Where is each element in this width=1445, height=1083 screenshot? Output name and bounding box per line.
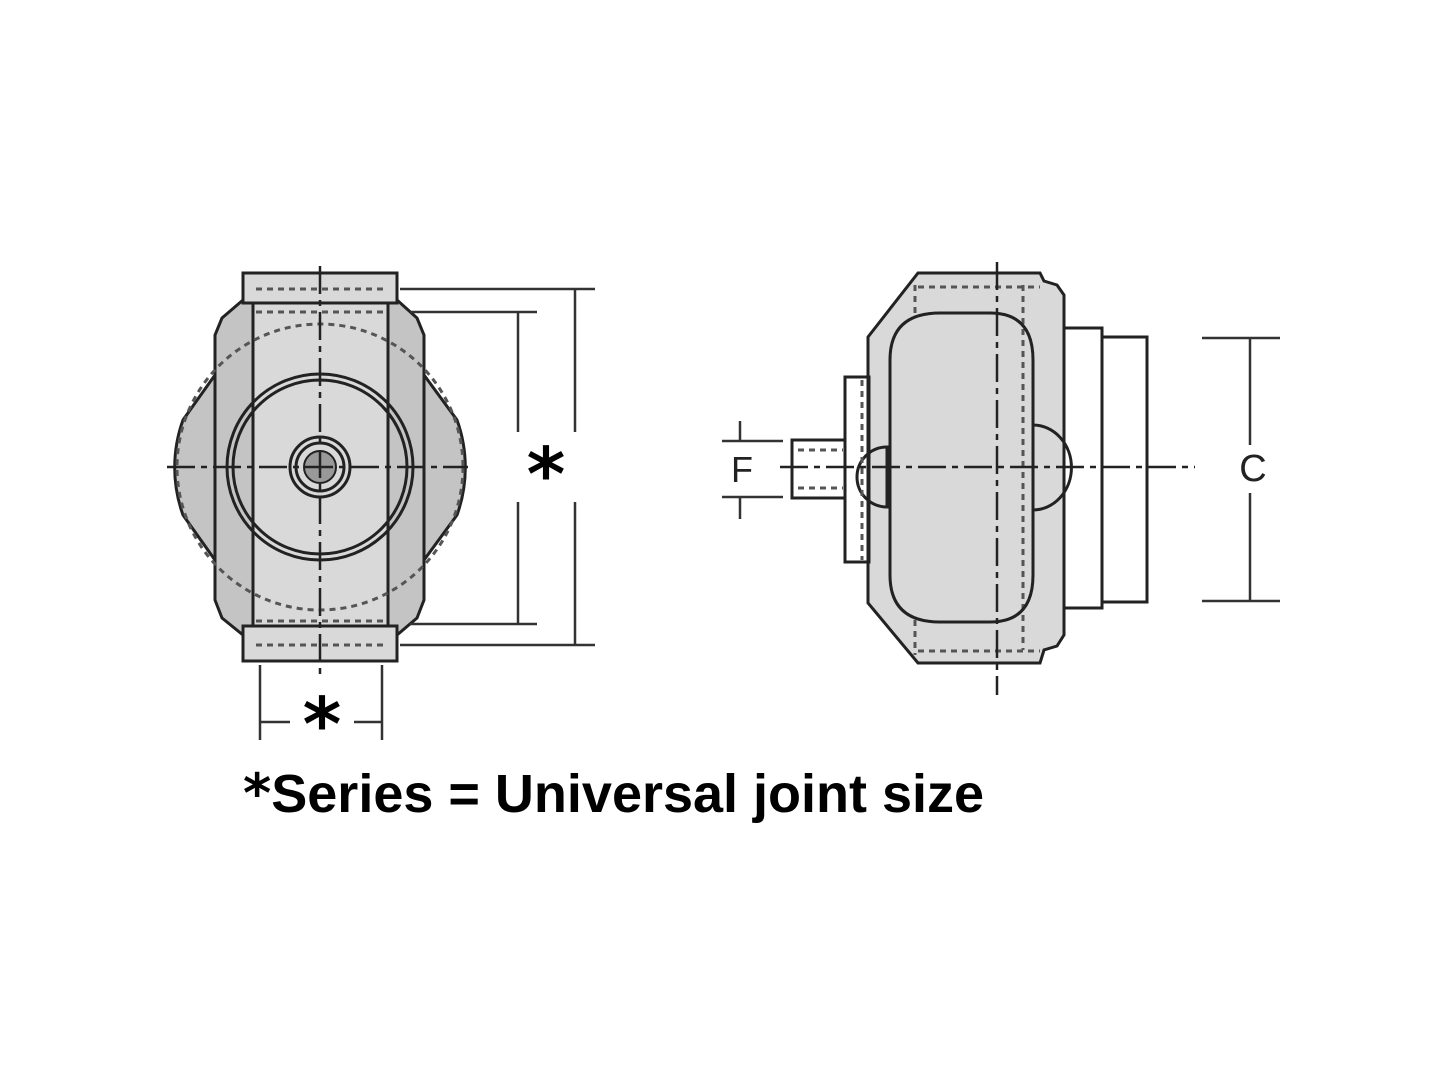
grease-shaft [790,438,847,500]
caption-text: Series = Universal joint size [271,764,985,824]
front-view: * * [167,266,595,768]
cross-trunnion [855,423,1073,512]
diameter-dimension-label: * [527,432,566,518]
caption-asterisk: * [243,762,272,825]
c-dimension-label: C [1239,448,1266,490]
bearing-step-2 [1100,335,1149,604]
side-view: F C [722,262,1280,695]
caption: *Series = Universal joint size [243,762,984,825]
yoke-opening [888,311,1035,624]
f-dimension-label: F [731,449,753,490]
width-dimension-label: * [303,682,342,768]
